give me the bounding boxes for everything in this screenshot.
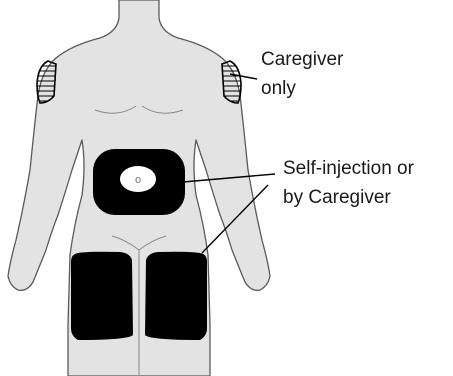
left-thigh-zone bbox=[71, 252, 133, 340]
right-thigh-zone bbox=[145, 252, 207, 340]
caregiver-label-line2: only bbox=[261, 77, 296, 101]
self-injection-label-line2: by Caregiver bbox=[283, 186, 391, 210]
caregiver-label-line1: Caregiver bbox=[261, 48, 343, 72]
self-injection-label-line1: Self-injection or bbox=[283, 157, 414, 181]
navel-mark: o bbox=[135, 174, 141, 186]
